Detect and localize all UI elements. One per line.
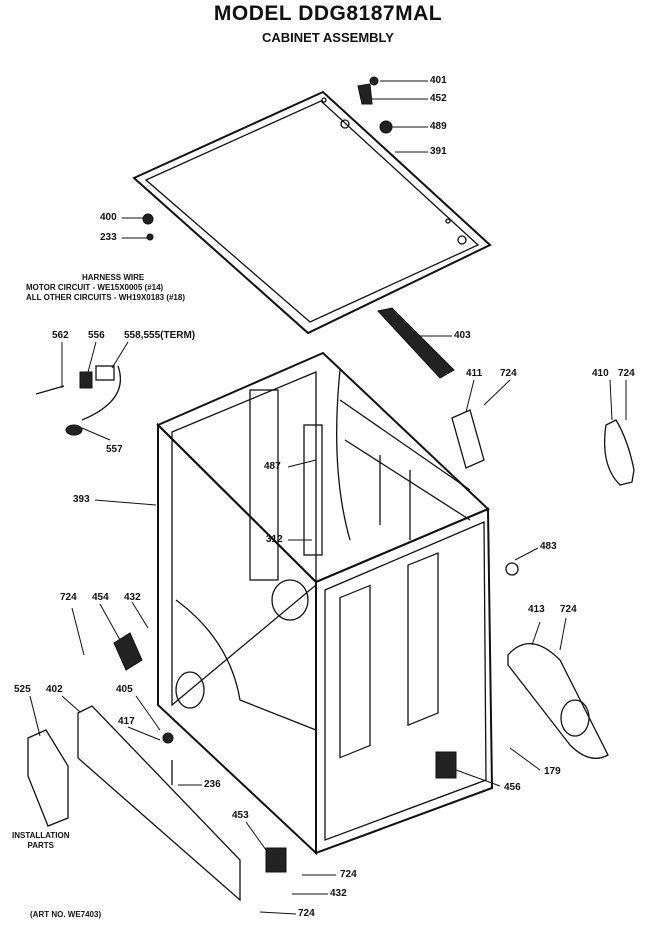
label-413: 413 [528, 604, 545, 615]
label-556: 556 [88, 330, 105, 341]
harness-other-circuits: ALL OTHER CIRCUITS - WH19X0183 (#18) [26, 293, 185, 302]
label-454: 454 [92, 592, 109, 603]
hinge-452 [357, 83, 373, 105]
label-558-555: 558,555(TERM) [124, 330, 196, 341]
part-400 [142, 213, 154, 225]
label-452: 452 [430, 93, 447, 104]
installation-bag-525 [27, 729, 69, 827]
label-724-c: 724 [60, 592, 77, 603]
label-179: 179 [544, 766, 561, 777]
part-417 [162, 732, 174, 744]
side-cover-410 [603, 419, 635, 486]
harness-wire-note: HARNESS WIRE MOTOR CIRCUIT - WE15X0005 (… [26, 273, 286, 303]
wire-562 [35, 385, 65, 395]
connector-557 [65, 424, 83, 436]
component-456 [435, 751, 457, 779]
label-312: 312 [266, 534, 283, 545]
label-403: 403 [454, 330, 471, 341]
label-410: 410 [592, 368, 609, 379]
screw-233 [146, 233, 154, 241]
harness-motor-circuit: MOTOR CIRCUIT - WE15X0005 (#14) [26, 283, 164, 292]
model-title: MODEL DDG8187MAL [213, 2, 443, 25]
label-236: 236 [204, 779, 221, 790]
label-557: 557 [106, 444, 123, 455]
label-401: 401 [430, 75, 447, 86]
label-489: 489 [430, 121, 447, 132]
label-456: 456 [504, 782, 521, 793]
label-417: 417 [118, 716, 135, 727]
label-391: 391 [430, 146, 447, 157]
installation-line-1: INSTALLATION [12, 831, 70, 840]
label-724-a: 724 [500, 368, 517, 379]
label-400: 400 [100, 212, 117, 223]
harness-wire [81, 365, 122, 421]
label-525: 525 [14, 684, 31, 695]
harness-wire-title: HARNESS WIRE [82, 273, 145, 282]
installation-parts-note: INSTALLATION PARTS [12, 831, 69, 851]
duct-403 [377, 307, 455, 379]
part-483 [505, 562, 519, 576]
screw-401 [369, 76, 379, 86]
connector-556 [79, 371, 93, 389]
cover-413 [507, 642, 609, 759]
label-483: 483 [540, 541, 557, 552]
label-453: 453 [232, 810, 249, 821]
label-724-d: 724 [560, 604, 577, 615]
label-411: 411 [466, 368, 483, 379]
label-724-e: 724 [340, 869, 357, 880]
part-489 [379, 120, 393, 134]
component-454 [113, 632, 143, 671]
cabinet-rear-panel [315, 369, 494, 855]
label-562: 562 [52, 330, 69, 341]
terminal-558 [95, 365, 115, 381]
top-cover [132, 90, 492, 335]
assembly-subtitle: CABINET ASSEMBLY [262, 30, 394, 45]
label-432-b: 432 [330, 888, 347, 899]
art-number: (ART NO. WE7403) [30, 910, 102, 919]
installation-line-2: PARTS [27, 841, 54, 850]
label-432-a: 432 [124, 592, 141, 603]
component-453 [265, 847, 287, 873]
leader-lines [29, 80, 627, 915]
toe-panel-402 [77, 705, 241, 902]
bracket-411 [451, 409, 485, 469]
label-724-b: 724 [618, 368, 635, 379]
label-405: 405 [116, 684, 133, 695]
label-487: 487 [264, 461, 281, 472]
label-393: 393 [73, 494, 90, 505]
label-233: 233 [100, 232, 117, 243]
label-724-f: 724 [298, 908, 315, 919]
label-402: 402 [46, 684, 63, 695]
